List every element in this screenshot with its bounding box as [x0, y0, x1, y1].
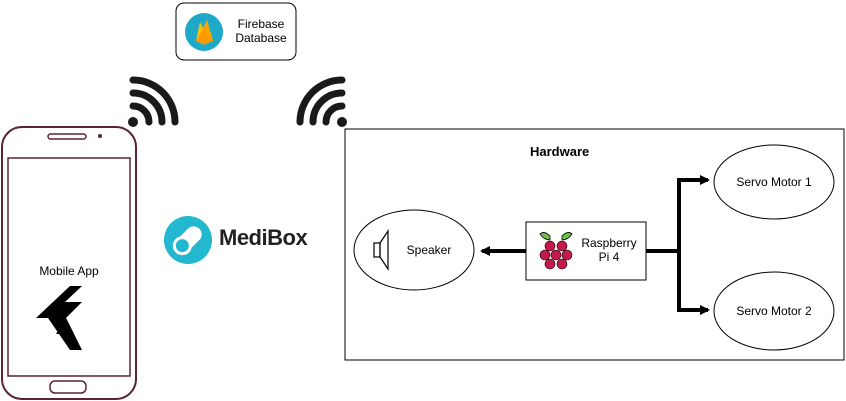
raspberry-pi-node[interactable] — [525, 221, 647, 281]
phone-frame — [1, 126, 137, 400]
speaker-label: Speaker — [406, 243, 452, 257]
wifi-right-icon — [296, 76, 347, 127]
raspberry-icon — [539, 232, 573, 270]
speaker-node[interactable] — [353, 209, 475, 291]
servo-motor-2-node[interactable] — [713, 271, 835, 351]
raspberry-pi-label: Raspberry Pi 4 — [581, 236, 637, 264]
medibox-pill-icon — [164, 216, 212, 264]
servo-motor-1-node[interactable] — [713, 144, 835, 220]
mobile-app-label: Mobile App — [39, 264, 99, 278]
servo-motor-2-label: Servo Motor 2 — [736, 304, 812, 318]
medibox-brand-name: MediBox — [219, 225, 308, 250]
connector-lines — [480, 175, 710, 315]
flutter-logo-icon — [36, 286, 82, 350]
firebase-label: Firebase Database — [235, 17, 287, 45]
wifi-left-icon — [128, 76, 179, 127]
firebase-flame-icon — [185, 13, 223, 51]
servo-motor-1-label: Servo Motor 1 — [736, 175, 812, 189]
hardware-title: Hardware — [530, 144, 590, 159]
speaker-icon — [373, 229, 389, 271]
